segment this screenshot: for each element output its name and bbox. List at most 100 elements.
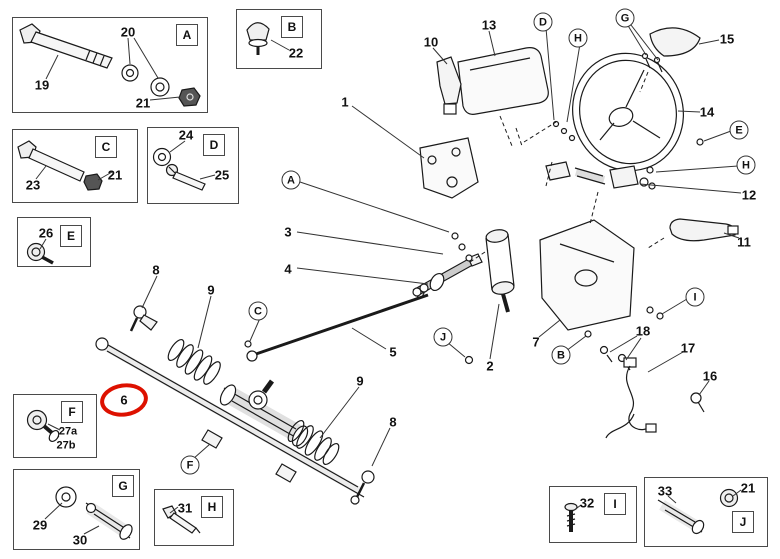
part-label-9-right: 9	[356, 373, 364, 389]
inset-box-h	[154, 489, 234, 546]
part-label-4: 4	[284, 261, 292, 277]
harness-17-art	[605, 357, 657, 439]
screw-31-art	[162, 505, 201, 534]
inset-box-c	[12, 129, 138, 203]
part-label-18: 18	[635, 323, 651, 339]
steering-wheel-14-art	[572, 52, 684, 172]
inset-tag-g: G	[112, 475, 134, 497]
screws-near-i-art	[646, 306, 664, 320]
stalk-11-art	[669, 218, 739, 242]
inset-box-d	[147, 127, 239, 204]
part-label-6-highlighted: 6	[120, 392, 128, 408]
bushing-33-art	[657, 499, 705, 535]
inset-tag-b: B	[281, 16, 303, 38]
part-label-24: 24	[178, 127, 194, 143]
assembly-dashed-lines	[469, 71, 665, 263]
inset-tag-i: I	[604, 493, 626, 515]
callout-letter-f: F	[180, 455, 200, 475]
callout-letter-h-right: H	[736, 155, 756, 175]
part-label-22: 22	[288, 45, 304, 61]
part-22-art	[246, 22, 270, 55]
inset-box-i	[549, 486, 637, 543]
part-label-15: 15	[719, 31, 735, 47]
inset-box-g	[13, 469, 140, 550]
inset-tag-h: H	[201, 496, 223, 518]
inset-box-e	[17, 217, 91, 267]
part-label-32: 32	[579, 495, 595, 511]
screw-25-art	[165, 163, 206, 191]
inset-box-a	[12, 17, 208, 113]
part-label-20: 20	[120, 24, 136, 40]
part-label-17: 17	[680, 340, 696, 356]
part-label-31: 31	[177, 500, 193, 516]
washers-20-art	[121, 64, 170, 97]
column-housing-7-art	[539, 219, 635, 338]
bushing-27-art	[26, 409, 60, 443]
bushing-30-art	[85, 502, 133, 540]
part-label-13: 13	[481, 17, 497, 33]
part-label-8-right: 8	[389, 414, 397, 430]
part-label-21-c: 21	[740, 480, 756, 496]
wheel-cover-15-art	[649, 27, 701, 57]
bolt-23-art	[17, 140, 103, 191]
intermediate-shaft-art	[412, 253, 483, 297]
part-label-29: 29	[32, 517, 48, 533]
inset-tag-c: C	[95, 136, 117, 158]
part-label-19: 19	[34, 77, 50, 93]
part-label-26: 26	[38, 225, 54, 241]
part-label-9-left: 9	[207, 282, 215, 298]
nut-21-j-art	[719, 488, 739, 508]
callout-letter-e: E	[729, 120, 749, 140]
part-label-27b: 27b	[56, 439, 76, 452]
part-label-21-b: 21	[107, 167, 123, 183]
callout-letter-b: B	[551, 345, 571, 365]
part-label-1: 1	[341, 94, 349, 110]
inset-tag-f: F	[61, 401, 83, 423]
part-label-21-a: 21	[135, 95, 151, 111]
part-label-8-left: 8	[152, 262, 160, 278]
inset-box-b	[236, 9, 322, 69]
bracket-12-art	[545, 138, 704, 190]
inset-tag-e: E	[60, 225, 82, 247]
inset-tag-a: A	[176, 24, 198, 46]
callout-letter-i: I	[685, 287, 705, 307]
cover-screws-art	[552, 52, 663, 142]
washer-29-art	[55, 486, 77, 508]
nut-21-a-art	[178, 87, 201, 107]
steering-rack-art	[95, 337, 474, 498]
steering-gear-2-art	[451, 229, 515, 313]
bellows-9-left-art	[167, 338, 221, 385]
inset-tag-j: J	[732, 511, 754, 533]
part-label-23: 23	[25, 177, 41, 193]
callout-letter-j: J	[433, 327, 453, 347]
tie-rod-end-8-right-art	[350, 470, 375, 505]
part-label-30: 30	[72, 532, 88, 548]
washer-24-art	[152, 147, 172, 167]
part-label-7: 7	[532, 334, 540, 350]
screw-32-art	[564, 502, 578, 532]
inset-box-j	[644, 477, 768, 547]
part-label-11: 11	[737, 234, 751, 250]
part-label-16: 16	[702, 368, 718, 384]
horn-pad-13-art	[457, 47, 549, 115]
part-label-10: 10	[423, 34, 439, 50]
bellows-9-right-art	[287, 419, 340, 466]
tie-rod-end-8-left-art	[129, 305, 158, 332]
bolt-19-art	[19, 23, 113, 69]
part-label-2: 2	[486, 358, 494, 374]
part-label-3: 3	[284, 224, 292, 240]
callout-letter-h-top: H	[568, 28, 588, 48]
part-label-14: 14	[699, 104, 715, 120]
part-label-27a: 27a	[58, 425, 78, 438]
callout-letter-a: A	[281, 170, 301, 190]
callout-letter-d: D	[533, 12, 553, 32]
stalk-10-art	[436, 56, 462, 115]
part-label-25: 25	[214, 167, 230, 183]
part-label-5: 5	[389, 344, 397, 360]
part-label-12: 12	[741, 187, 757, 203]
part-label-33: 33	[657, 483, 673, 499]
inset-box-f	[13, 394, 97, 458]
clip-16-art	[690, 392, 705, 413]
